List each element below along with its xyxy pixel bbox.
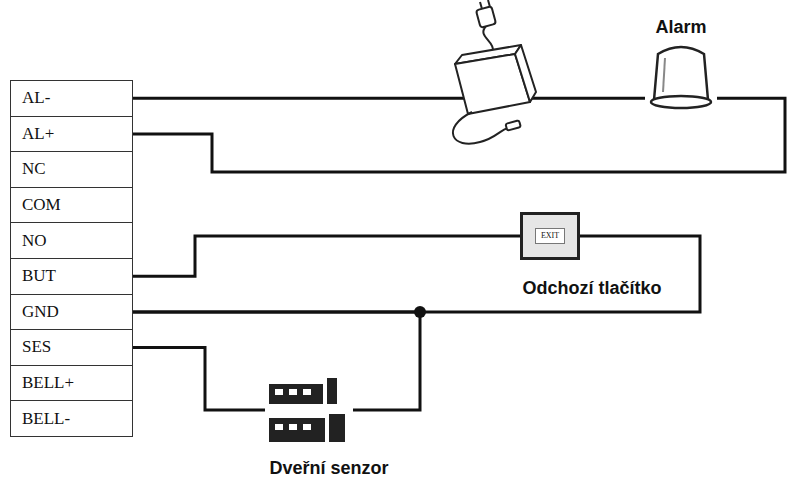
pin-name: BELL- (22, 409, 70, 429)
device-label: Dveřní senzor (267, 458, 390, 479)
door-sensor: Dveřní senzor (227, 378, 390, 479)
sensor-hole (275, 389, 283, 395)
sensor-switch (269, 418, 325, 442)
door-sensor-outline (265, 378, 353, 446)
door-sensor-shape (265, 378, 353, 446)
device-label: Odchozí tlačítko (520, 278, 663, 299)
pin-name: NC (22, 159, 46, 179)
wire (133, 98, 785, 172)
sensor-hole (289, 424, 297, 430)
sensor-hole (289, 389, 297, 395)
wire (133, 236, 700, 312)
terminal-cell: NC (10, 151, 133, 188)
alarm-siren: Alarm (645, 17, 717, 110)
adapter-side-face (515, 45, 536, 102)
device-label: Alarm (653, 17, 708, 38)
terminal-cell: AL- (10, 80, 133, 117)
alarm-siren-shape (645, 42, 717, 110)
adapter-prong (488, 0, 490, 7)
wire (133, 312, 420, 410)
sensor-parts (269, 378, 345, 442)
exit-button: EXIT Odchozí tlačítko (436, 212, 663, 299)
button-caption: EXIT (535, 228, 565, 244)
pin-name: COM (22, 195, 61, 215)
terminal-cell: COM (10, 187, 133, 224)
wire (133, 347, 265, 410)
pin-name: AL- (22, 88, 50, 108)
exit-button-shape: EXIT (520, 212, 580, 260)
siren-dome (654, 47, 708, 100)
pin-name: BELL+ (22, 373, 74, 393)
terminal-cell: AL+ (10, 116, 133, 153)
junction-dot (414, 306, 426, 318)
sensor-magnet-tab (327, 378, 337, 404)
power-adapter (453, 0, 536, 144)
pin-name: SES (22, 337, 51, 357)
terminal-cell: SES (10, 329, 133, 366)
sensor-magnet (269, 384, 323, 404)
terminal-cell: NO (10, 222, 133, 259)
adapter-jack (505, 120, 520, 130)
sensor-holes (275, 389, 311, 430)
pin-name: NO (22, 231, 47, 251)
terminal-cell: GND (10, 294, 133, 331)
alarm-siren-outline (645, 42, 717, 110)
sensor-hole (275, 424, 283, 430)
pin-name: AL+ (22, 124, 54, 144)
sensor-hole (303, 389, 311, 395)
terminal-cell: BELL+ (10, 365, 133, 402)
sensor-hole (303, 424, 311, 430)
sensor-switch-tab (329, 414, 345, 442)
terminal-cell: BUT (10, 258, 133, 295)
adapter-prong (480, 2, 482, 9)
wire (133, 97, 645, 100)
siren-shine (663, 58, 665, 92)
adapter-plug (476, 6, 496, 28)
pin-name: GND (22, 302, 59, 322)
wire (133, 236, 520, 276)
terminal-cell: BELL- (10, 400, 133, 437)
adapter-output-cord (453, 112, 508, 144)
pin-name: BUT (22, 266, 56, 286)
siren-base (651, 96, 711, 108)
